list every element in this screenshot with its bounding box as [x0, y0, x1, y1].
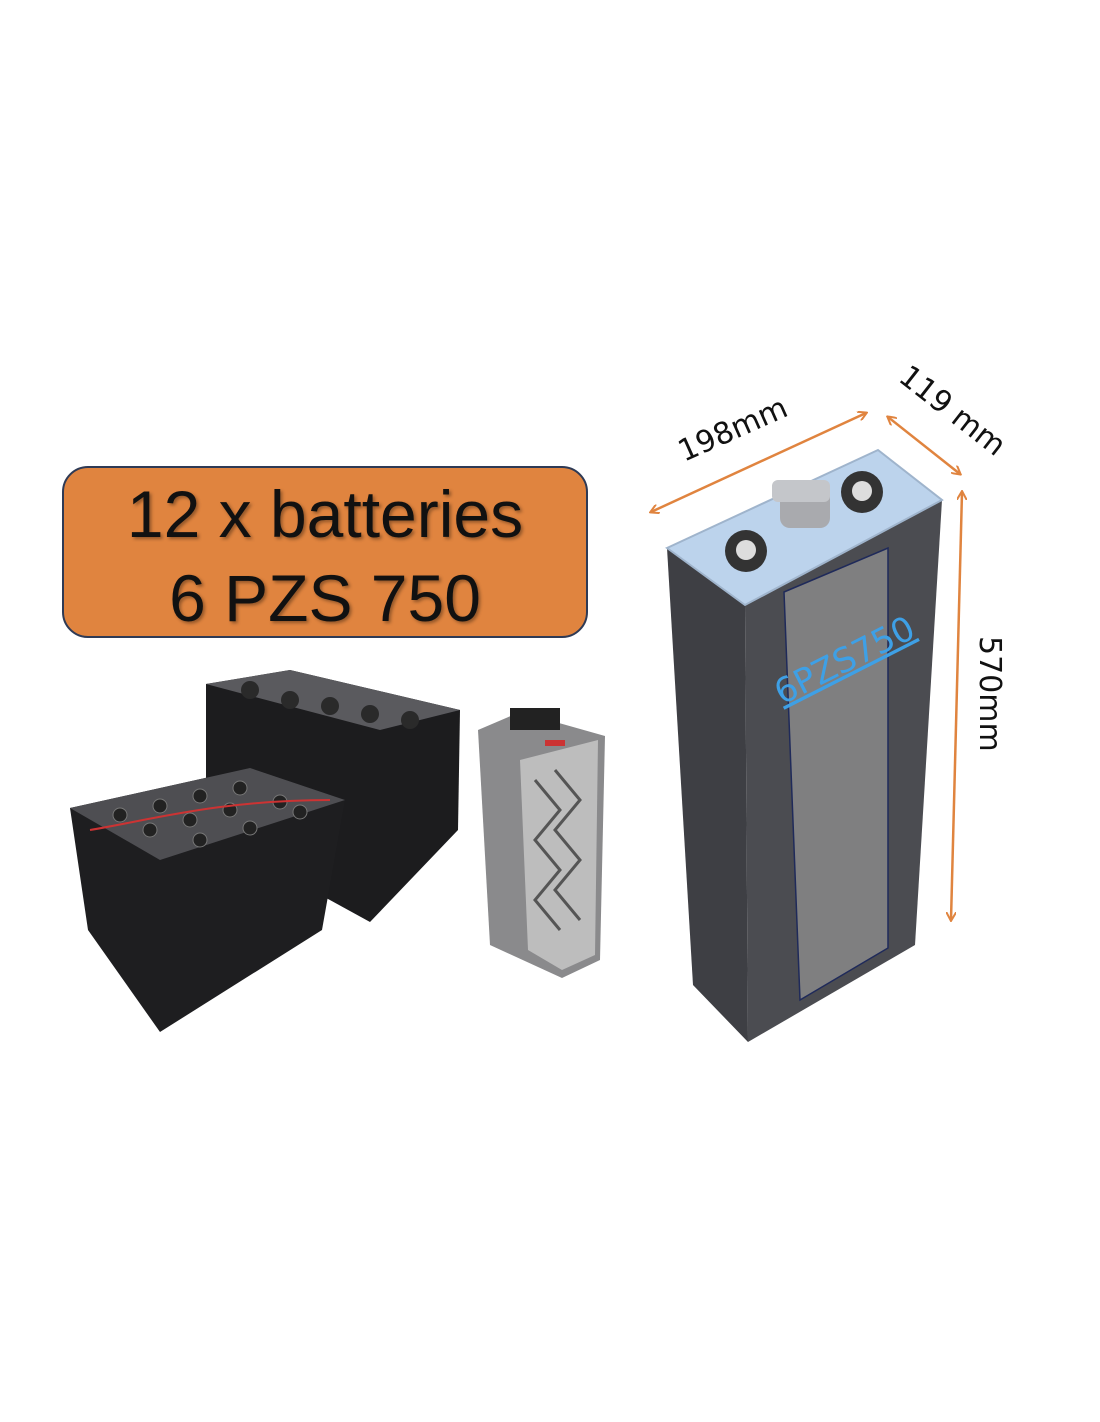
- battery-pack-front-image: [70, 768, 345, 1032]
- depth-dimension-arrow: [888, 417, 960, 474]
- terminal-icon: [841, 471, 883, 513]
- cell-cutaway-image: [478, 708, 605, 978]
- vent-cap-icon: [772, 480, 830, 528]
- badge-line-2: 6 PZS 750: [169, 561, 481, 635]
- height-dimension-label: 570mm: [972, 636, 1007, 752]
- badge-line-1: 12 x batteries: [126, 477, 524, 551]
- width-dimension-label: 198mm: [673, 390, 793, 469]
- depth-dimension-label: 119 mm: [892, 359, 1012, 464]
- battery-count-badge: 12 x batteries 6 PZS 750: [62, 466, 588, 638]
- width-dimension-arrow: [651, 413, 866, 512]
- terminal-icon: [725, 530, 767, 572]
- battery-cell-diagram: 6PZS750: [665, 448, 944, 1042]
- height-dimension-arrow: [951, 492, 962, 920]
